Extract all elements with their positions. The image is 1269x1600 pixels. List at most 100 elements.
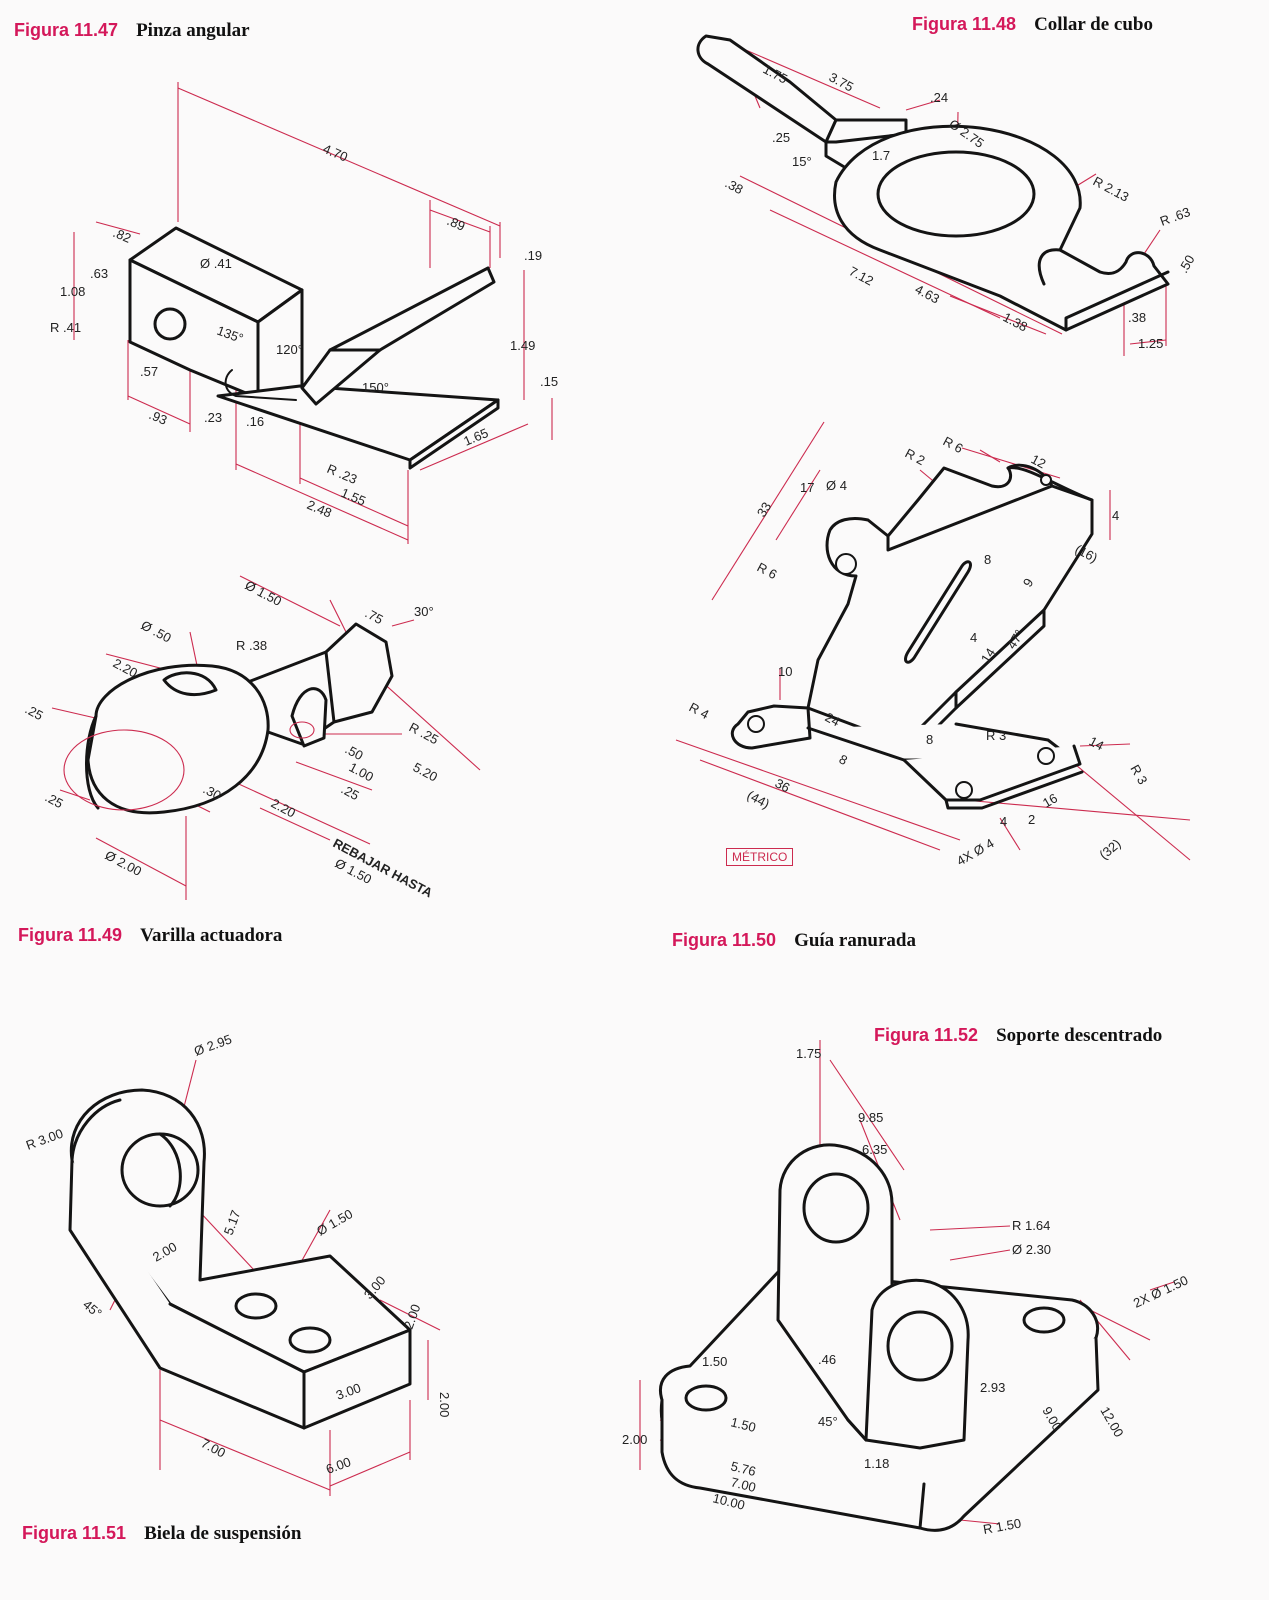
- dim-label: R 3.00: [24, 1126, 65, 1153]
- dim-label: R .63: [1158, 204, 1192, 229]
- drawing-biela-de-suspension: Ø 2.95 R 3.00 5.17 Ø 1.50 2.00 45° 3.00 …: [24, 1031, 452, 1496]
- dim-label: Ø 4: [826, 478, 847, 493]
- dim-label: R .25: [407, 719, 441, 747]
- figure-number: Figura 11.49: [18, 925, 123, 945]
- figure-caption-11-52: Figura 11.52 Soporte descentrado: [874, 1025, 1162, 1047]
- dim-label: .19: [524, 248, 542, 263]
- dim-label: Ø 1.50: [314, 1206, 355, 1239]
- dim-label: .89: [445, 213, 468, 234]
- figure-title: Soporte descentrado: [996, 1025, 1163, 1046]
- dim-label: 7.12: [847, 263, 876, 288]
- dim-label: .50: [343, 741, 366, 763]
- dim-label: 9.85: [858, 1110, 883, 1125]
- dim-label: 16: [1040, 790, 1060, 810]
- dim-label: 1.00: [347, 759, 376, 784]
- dim-label: 24: [823, 709, 843, 729]
- dim-label: .50: [1176, 252, 1198, 275]
- dim-label: .25: [23, 701, 46, 723]
- dim-label: .75: [363, 605, 386, 627]
- dim-label: 8: [984, 552, 991, 567]
- dim-label: 4.63: [913, 281, 942, 306]
- dim-label: .63: [90, 266, 108, 281]
- dim-label: Ø 1.50: [243, 577, 285, 609]
- dim-label: 10: [778, 664, 792, 679]
- dim-label: 15°: [792, 154, 812, 169]
- dim-label: 5.17: [221, 1208, 244, 1237]
- dim-label: R 1.64: [1012, 1218, 1050, 1233]
- dim-label: 17: [800, 480, 814, 495]
- dim-label: .23: [204, 410, 222, 425]
- dim-label: .93: [147, 407, 170, 428]
- dim-label: 30°: [414, 604, 434, 619]
- dim-label: R 2: [903, 445, 928, 468]
- figure-title: Biela de suspensión: [144, 1523, 302, 1544]
- dim-label: 14: [1087, 733, 1107, 753]
- figure-number: Figura 11.47: [14, 20, 119, 40]
- dim-label: Ø .41: [200, 256, 232, 271]
- dim-label: 1.25: [1138, 336, 1163, 351]
- dim-label: 1.55: [339, 485, 368, 509]
- dim-label: .38: [1128, 310, 1146, 325]
- dim-label: (16): [1073, 541, 1100, 565]
- dim-label: 1.50: [729, 1414, 757, 1435]
- dim-label: .46: [818, 1352, 836, 1367]
- figure-title: Pinza angular: [136, 20, 250, 41]
- figure-title: Varilla actuadora: [140, 925, 283, 946]
- dim-label: .25: [339, 781, 362, 803]
- dim-label: 45°: [80, 1297, 105, 1321]
- dim-label: R 6: [941, 433, 966, 456]
- dim-label: 6.00: [324, 1454, 353, 1477]
- dim-label: Ø 2.95: [192, 1031, 234, 1058]
- figure-number: Figura 11.52: [874, 1025, 979, 1045]
- figure-caption-11-47: Figura 11.47 Pinza angular: [14, 20, 250, 42]
- dim-label: R .38: [236, 638, 267, 653]
- dim-label: 6.35: [862, 1142, 887, 1157]
- dim-label: 4X Ø 4: [954, 835, 997, 868]
- dim-label: 36: [773, 775, 793, 795]
- figure-caption-11-49: Figura 11.49 Varilla actuadora: [18, 925, 282, 947]
- dim-label: R 3: [986, 728, 1006, 743]
- dim-label: 2.20: [269, 795, 298, 820]
- dim-label: 14: [978, 645, 998, 665]
- dim-label: R 6: [755, 559, 780, 582]
- dim-label: 2.00: [401, 1302, 424, 1331]
- dim-label: 4: [1000, 814, 1007, 829]
- dim-label: 5.20: [411, 759, 440, 784]
- dim-label: 33: [754, 499, 774, 519]
- dim-label: 12.00: [1097, 1404, 1126, 1440]
- dim-label: .25: [772, 130, 790, 145]
- dim-label: R 3: [1127, 762, 1150, 787]
- dim-label: 150°: [362, 380, 389, 395]
- dim-label: 1.08: [60, 284, 85, 299]
- dim-label: 1.18: [864, 1456, 889, 1471]
- dim-label: 7.00: [199, 1435, 228, 1460]
- dim-label: 1.7: [872, 148, 890, 163]
- metric-note: MÉTRICO: [726, 848, 794, 866]
- dim-label: (44): [745, 787, 772, 811]
- dim-label: 2.93: [980, 1380, 1005, 1395]
- dim-label: R .23: [325, 461, 359, 487]
- dim-label: R 2.13: [1091, 173, 1132, 204]
- dim-label: 4: [1112, 508, 1119, 523]
- dim-label: 45°: [818, 1414, 838, 1429]
- figure-number: Figura 11.48: [912, 14, 1017, 34]
- figure-number: Figura 11.50: [672, 930, 777, 950]
- figure-caption-11-51: Figura 11.51 Biela de suspensión: [22, 1523, 301, 1545]
- drawing-pinza-angular: 4.70 .82 .63 1.08 R .41 Ø .41 135° .57 .…: [50, 82, 558, 544]
- dim-label: .30: [201, 781, 224, 803]
- dim-label: .38: [723, 175, 746, 197]
- dim-label: 1.38: [1001, 309, 1030, 334]
- dim-label: .15: [540, 374, 558, 389]
- dim-label: .16: [246, 414, 264, 429]
- dim-label: .25: [43, 789, 66, 811]
- drawing-varilla-actuadora: Ø 1.50 .75 30° Ø .50 R .38 2.20 .25 .25 …: [23, 575, 481, 901]
- dim-label: 2.48: [305, 497, 334, 521]
- dim-label: 12: [1029, 451, 1049, 471]
- dim-label: 120°: [276, 342, 303, 357]
- dim-label: .24: [930, 90, 948, 105]
- dim-label: 2X Ø 1.50: [1131, 1272, 1190, 1310]
- figure-number: Figura 11.51: [22, 1523, 127, 1543]
- dim-label: 7.00: [729, 1474, 757, 1495]
